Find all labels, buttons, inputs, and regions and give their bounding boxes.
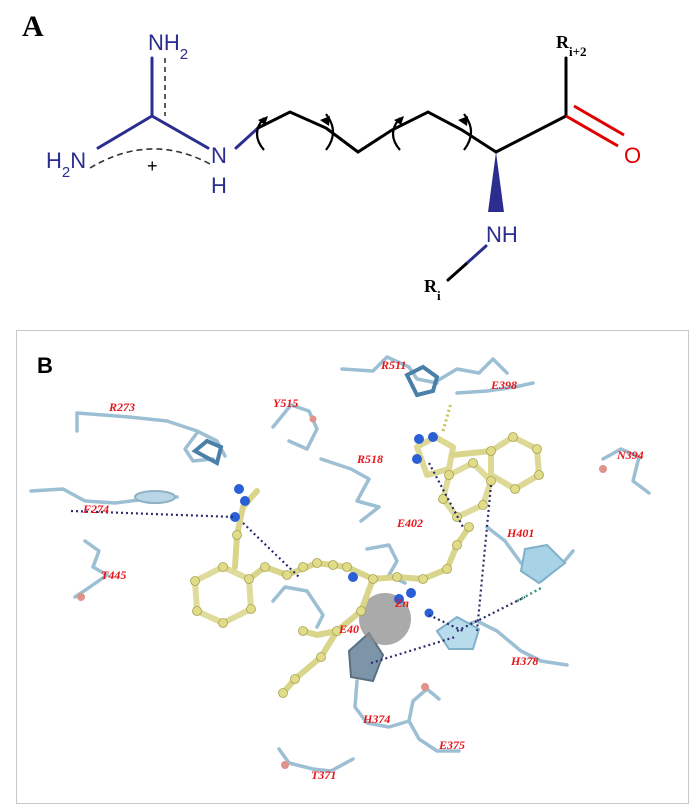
arginine-headgroups: [191, 364, 440, 466]
panel-b-label: B: [37, 353, 53, 378]
bond-c-nh2-left: [96, 114, 154, 150]
residue-label-f274: F274: [82, 502, 109, 516]
protein-sticks: [29, 355, 651, 773]
residue-label-e398: E398: [490, 378, 517, 392]
residue-label-y515: Y515: [273, 396, 298, 410]
residue-label-e375: E375: [438, 738, 465, 752]
label-nh2-left: H2N: [46, 148, 86, 181]
zinc-ion-sphere: [359, 593, 411, 645]
chain-bonds: [256, 110, 498, 154]
bond-c-n: [150, 114, 210, 150]
bond-c-o-2: [573, 104, 625, 137]
residue-label-r518: R518: [356, 452, 383, 466]
residue-label-e40: E40: [338, 622, 359, 636]
residue-label-e402: E402: [396, 516, 423, 530]
residue-label-t445: T445: [101, 568, 126, 582]
rotation-arrowheads: [258, 116, 468, 126]
interaction-lines: [70, 402, 544, 665]
wedge-bond: [488, 152, 504, 212]
label-oxygen: O: [624, 143, 641, 168]
residue-label-h378: H378: [510, 654, 538, 668]
panel-a-structure: A NH2 H2N + N H O Ri+2 NH Ri: [22, 10, 641, 303]
label-h: H: [211, 173, 227, 198]
bond-n-ch2: [234, 126, 260, 150]
label-r-top: Ri+2: [556, 32, 587, 59]
label-r-bottom: Ri: [424, 276, 441, 303]
label-n: N: [211, 143, 227, 168]
residue-label-n394: N394: [616, 448, 644, 462]
bond-dashed-resonance-bottom: [89, 148, 211, 169]
residue-label-h401: H401: [506, 526, 534, 540]
panel-a-label: A: [22, 10, 44, 43]
bond-nh-r: [464, 244, 488, 266]
residue-label-r273: R273: [108, 400, 135, 414]
binding-site-render: B: [29, 353, 651, 782]
bond-c-o-1: [565, 114, 619, 148]
residue-label-r511: R511: [380, 358, 406, 372]
ligand-atoms: [190, 432, 544, 698]
label-nh2-top: NH2: [148, 30, 188, 63]
bond-nh-r-black: [446, 262, 468, 282]
residue-labels: R511 E398 R273 Y515 R518 N394 F274 E402 …: [82, 358, 644, 782]
residue-label-t371: T371: [311, 768, 336, 782]
nitrogen-atoms: [230, 432, 438, 618]
bond-ca-c: [494, 114, 568, 154]
charge-symbol: +: [147, 156, 158, 176]
label-nh: NH: [486, 222, 518, 247]
residue-label-h374: H374: [362, 712, 390, 726]
residue-label-zn: Zn: [394, 596, 409, 610]
panel-b-binding-site: B: [16, 330, 689, 804]
